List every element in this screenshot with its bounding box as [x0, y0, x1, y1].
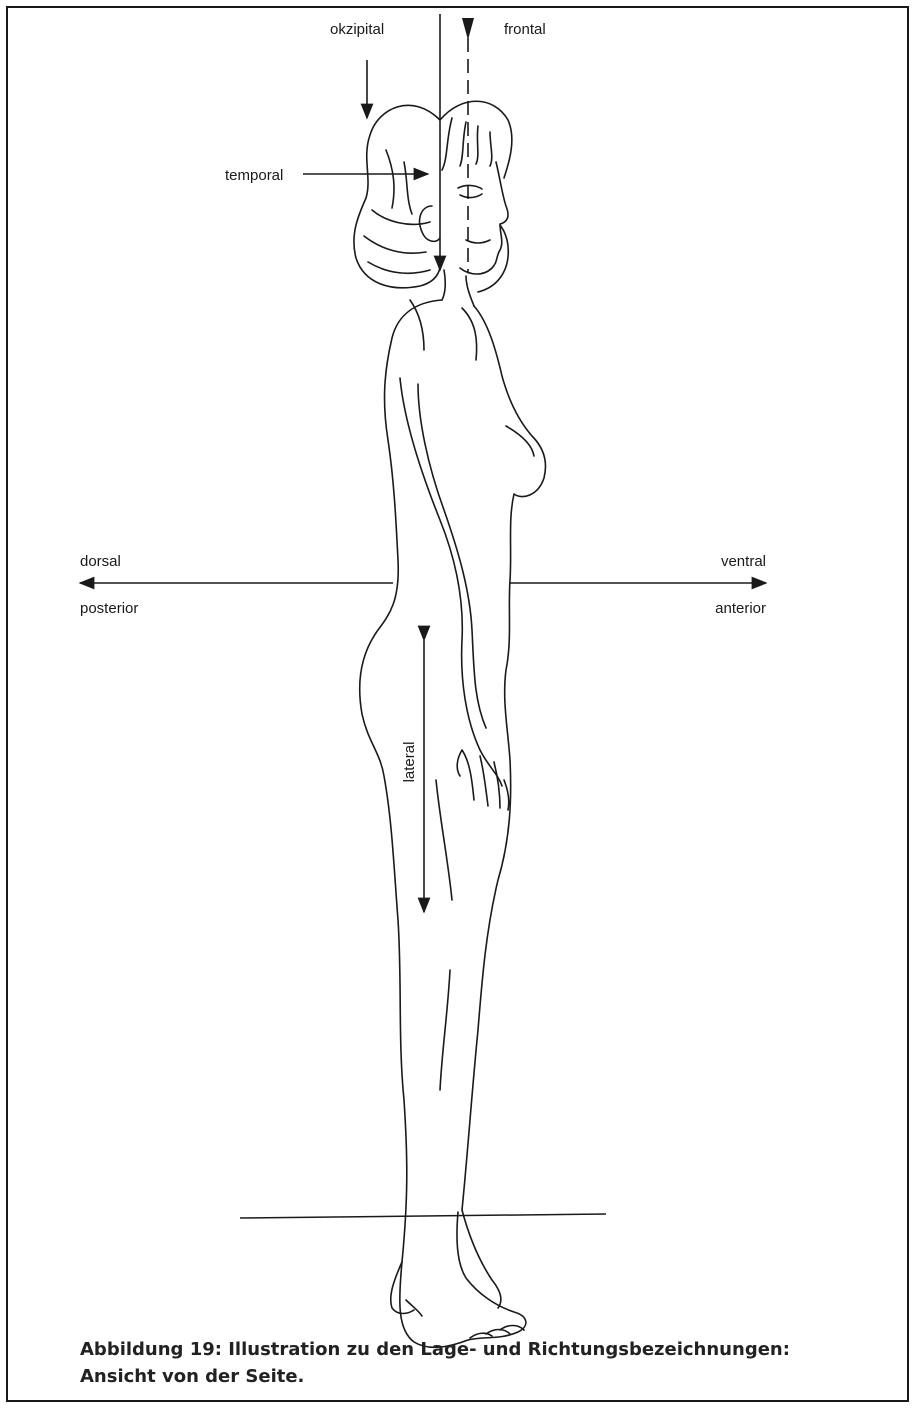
caption-line-2: Ansicht von der Seite.	[80, 1363, 860, 1390]
eye	[458, 185, 482, 197]
label-ventral: ventral	[721, 553, 766, 570]
knee-line	[436, 780, 452, 1090]
caption-line-1: Abbildung 19: Illustration zu den Lage- …	[80, 1336, 860, 1363]
frontal-arrowhead	[462, 18, 474, 40]
label-frontal: frontal	[504, 21, 546, 38]
near-arm	[400, 378, 502, 786]
label-temporal: temporal	[225, 167, 283, 184]
body-outline	[354, 101, 546, 1347]
mouth	[466, 240, 490, 243]
breast	[506, 426, 534, 456]
back-contour	[360, 300, 526, 1347]
hair-outline	[354, 101, 512, 292]
neck	[442, 270, 474, 306]
label-lateral: lateral	[401, 742, 418, 783]
label-anterior: anterior	[715, 600, 766, 617]
figure-caption: Abbildung 19: Illustration zu den Lage- …	[80, 1336, 860, 1390]
label-dorsal: dorsal	[80, 553, 121, 570]
far-leg	[391, 1210, 501, 1314]
label-posterior: posterior	[80, 600, 138, 617]
hair-strands	[364, 118, 492, 273]
far-arm	[410, 300, 477, 360]
direction-arrows	[80, 14, 766, 912]
front-contour	[462, 306, 546, 1210]
ground-line	[240, 1214, 606, 1218]
label-okzipital: okzipital	[330, 21, 384, 38]
ankle-detail	[406, 1300, 422, 1316]
hand	[457, 750, 509, 810]
